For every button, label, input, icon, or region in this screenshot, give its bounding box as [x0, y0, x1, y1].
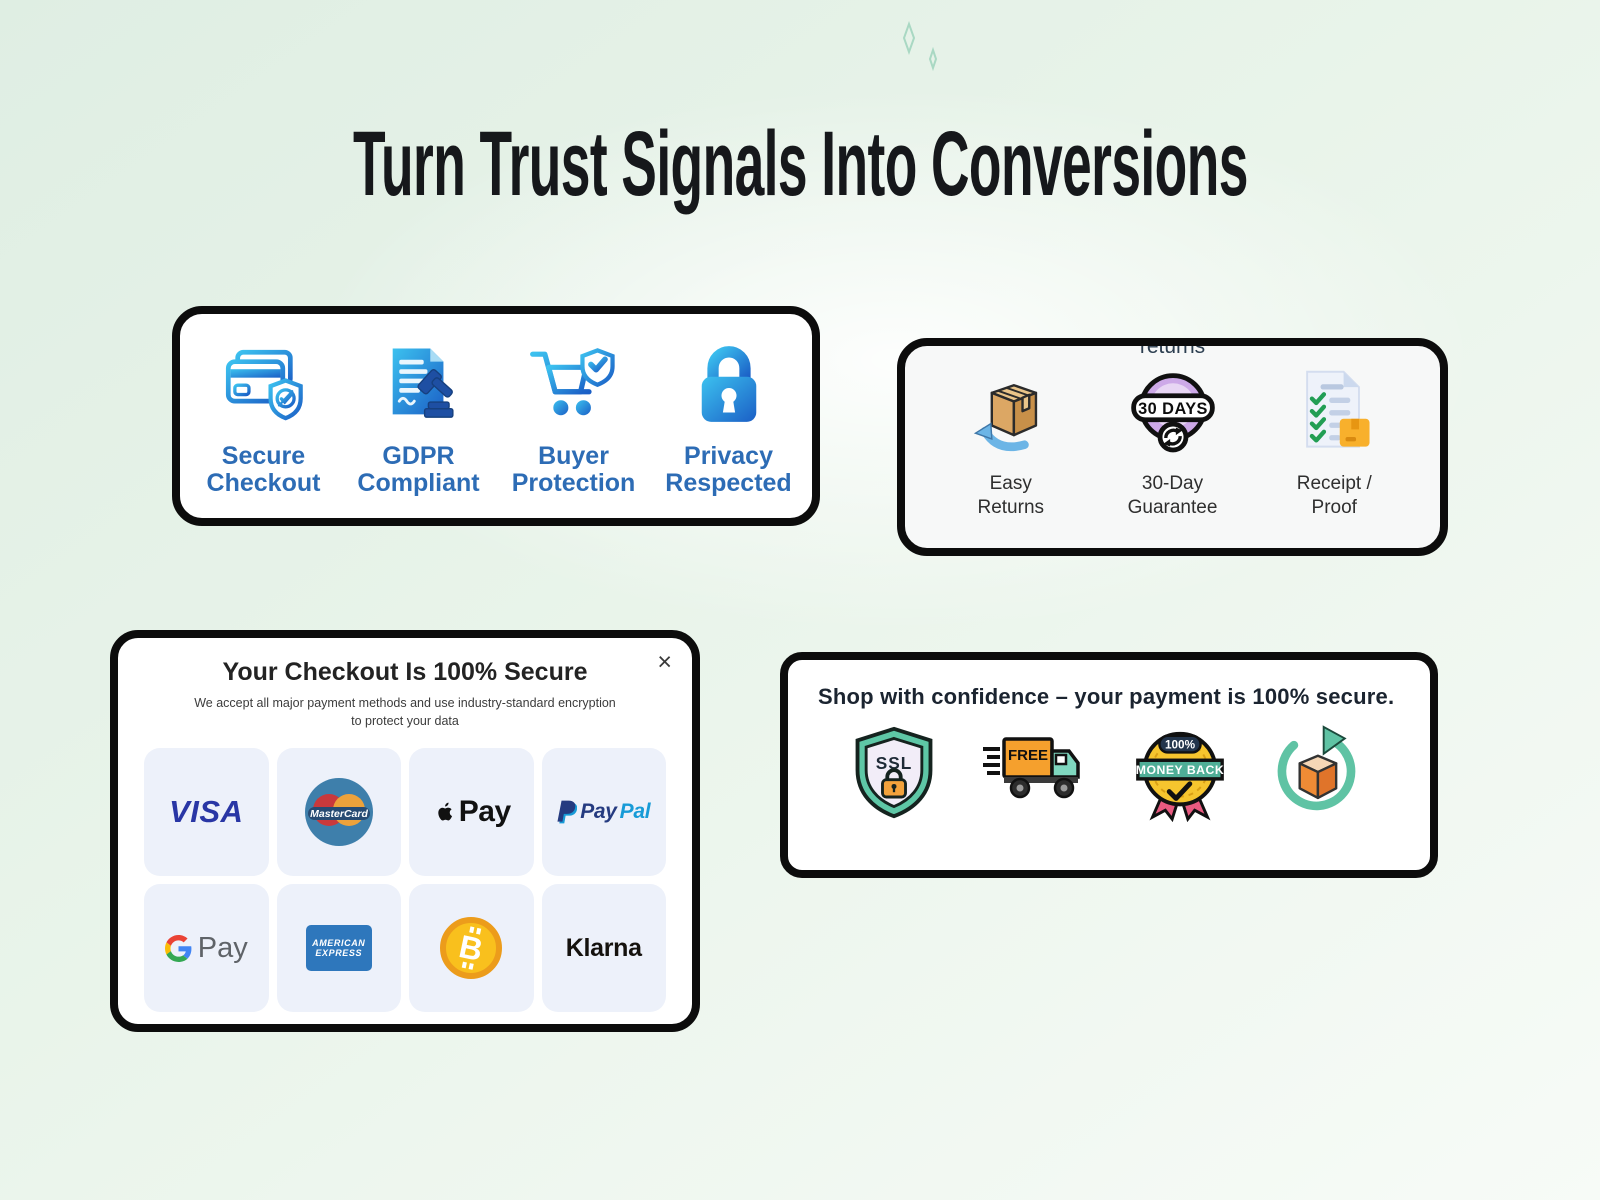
mastercard-logo: MasterCard — [304, 778, 373, 847]
google-pay-logo: Pay — [164, 931, 248, 965]
paypal-p-icon — [557, 800, 578, 824]
return-package-icon — [1277, 725, 1356, 811]
google-pay-text: Pay — [197, 931, 248, 964]
trust-item-gdpr: GDPR Compliant — [350, 341, 488, 498]
money-back-top-text: 100% — [1165, 739, 1196, 752]
confidence-card: Shop with confidence – your payment is 1… — [780, 652, 1438, 878]
clipped-returns-text: returns — [1139, 338, 1206, 358]
amex-text-line1: AMERICAN — [312, 937, 366, 948]
ssl-shield-icon: SSL — [855, 726, 933, 819]
modal-subtitle: We accept all major payment methods and … — [194, 696, 616, 729]
modal-title: Your Checkout Is 100% Secure — [222, 658, 588, 686]
returns-item-label: 30-Day Guarantee — [1127, 473, 1218, 518]
trust-item-label: GDPR Compliant — [357, 441, 480, 497]
secure-checkout-modal: × Your Checkout Is 100% Secure We accept… — [110, 630, 700, 1032]
trust-item-label: Secure Checkout — [206, 441, 321, 497]
apple-icon — [438, 802, 452, 821]
trust-item-secure-checkout: Secure Checkout — [195, 341, 333, 498]
payment-tile-google-pay[interactable]: Pay — [144, 884, 269, 1013]
returns-item-easy-returns: Easy Returns — [955, 366, 1067, 520]
thirty-days-badge-icon: 30 DAYS — [1130, 373, 1215, 453]
trust-badges-card: Secure Checkout GDPR Compliant — [172, 306, 820, 526]
return-box-icon — [973, 384, 1037, 452]
mastercard-logo-text: MasterCard — [310, 808, 368, 820]
receipt-proof-icon — [1306, 370, 1370, 448]
trust-item-privacy: Privacy Respected — [660, 341, 798, 498]
trust-item-buyer-protection: Buyer Protection — [505, 341, 643, 498]
padlock-icon — [701, 345, 756, 422]
credit-card-shield-icon — [225, 349, 303, 420]
thirty-days-badge-text: 30 DAYS — [1138, 400, 1208, 418]
gdpr-document-gavel-icon — [392, 348, 454, 418]
free-shipping-truck-icon: FREE — [983, 737, 1081, 799]
money-back-badge-icon: 100% MONEY BACK — [1135, 731, 1224, 822]
returns-item-label: Easy Returns — [977, 473, 1045, 518]
payment-methods-grid: VISA MasterCard Pay — [144, 748, 666, 1013]
payment-tile-amex[interactable]: AMERICAN EXPRESS — [276, 884, 401, 1013]
ssl-text: SSL — [876, 753, 912, 773]
visa-logo: VISA — [169, 794, 244, 830]
trust-item-label: Privacy Respected — [665, 441, 792, 497]
payment-tile-apple-pay[interactable]: Pay — [409, 748, 534, 877]
bitcoin-icon: B — [440, 917, 503, 980]
page-title: Turn Trust Signals Into Conversions — [352, 113, 1248, 215]
payment-tile-bitcoin[interactable]: B — [409, 884, 534, 1013]
apple-pay-text: Pay — [458, 795, 511, 829]
payment-tile-mastercard[interactable]: MasterCard — [276, 748, 401, 877]
paypal-text-pal: Pal — [619, 800, 651, 824]
returns-item-receipt: Receipt / Proof — [1278, 366, 1390, 520]
returns-item-label: Receipt / Proof — [1296, 473, 1372, 518]
confidence-heading: Shop with confidence – your payment is 1… — [818, 684, 1395, 709]
google-g-icon — [164, 934, 192, 962]
trust-item-label: Buyer Protection — [511, 441, 636, 497]
amex-text-line2: EXPRESS — [315, 948, 363, 959]
money-back-text: MONEY BACK — [1135, 763, 1223, 777]
klarna-logo: Klarna — [565, 933, 642, 962]
apple-pay-logo: Pay — [432, 795, 511, 829]
confidence-icons-row: SSL FREE 100% MONEY BACK — [818, 710, 1400, 822]
close-icon[interactable]: × — [657, 648, 672, 676]
free-text: FREE — [1008, 747, 1048, 764]
cart-shield-icon — [529, 347, 615, 415]
page-title-row: Turn Trust Signals Into Conversions — [0, 116, 1600, 213]
returns-row: Easy Returns 30 DAYS 30-Day Guarantee — [905, 346, 1440, 520]
sparkle-icon — [902, 21, 938, 72]
returns-card: returns Easy Returns — [897, 338, 1448, 556]
payment-tile-visa[interactable]: VISA — [144, 748, 269, 877]
payment-tile-klarna[interactable]: Klarna — [541, 884, 666, 1013]
amex-logo: AMERICAN EXPRESS — [305, 925, 372, 972]
returns-item-guarantee: 30 DAYS 30-Day Guarantee — [1117, 366, 1229, 520]
paypal-text-pay: Pay — [580, 800, 617, 824]
